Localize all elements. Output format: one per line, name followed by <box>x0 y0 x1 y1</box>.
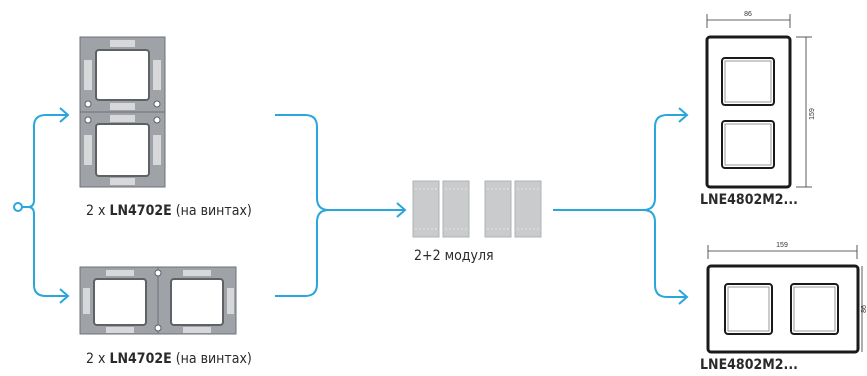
arrow-to-horizontal-frame-icon <box>59 288 70 304</box>
horizontal-frame-count: 2 x <box>86 351 106 367</box>
vertical-plate-width-dim: 86 <box>744 11 752 18</box>
arrow-to-vertical-plate-icon <box>678 107 689 123</box>
horizontal-frame-label: 2 x LN4702E (на винтах) <box>86 351 252 367</box>
horizontal-frame-image <box>79 266 237 335</box>
vertical-frame-code: LN4702E <box>109 203 172 219</box>
vertical-frame-image <box>79 36 166 188</box>
vertical-frame-count: 2 x <box>86 203 106 219</box>
vertical-frame-note: (на винтах) <box>175 203 252 219</box>
horizontal-plate-code: LNE4802M2... <box>700 357 798 373</box>
vertical-plate-image <box>705 14 812 189</box>
horizontal-plate-height-dim: 86 <box>861 305 867 313</box>
left-connector <box>13 107 70 304</box>
arrow-to-modules-icon <box>396 202 407 218</box>
vertical-plate-code: LNE4802M2... <box>700 192 798 208</box>
merge-connector <box>275 114 407 297</box>
horizontal-plate-image <box>706 245 863 354</box>
horizontal-frame-code: LN4702E <box>109 351 172 367</box>
modules-label: 2+2 модуля <box>414 248 494 264</box>
vertical-plate-height-dim: 159 <box>809 108 816 120</box>
horizontal-frame-note: (на винтах) <box>175 351 252 367</box>
arrow-to-horizontal-plate-icon <box>678 289 689 305</box>
vertical-frame-label: 2 x LN4702E (на винтах) <box>86 203 252 219</box>
split-connector <box>553 107 689 305</box>
horizontal-plate-width-dim: 159 <box>776 242 788 249</box>
modules-image <box>412 180 542 238</box>
source-node-icon <box>13 202 23 212</box>
arrow-to-vertical-frame-icon <box>59 107 70 123</box>
